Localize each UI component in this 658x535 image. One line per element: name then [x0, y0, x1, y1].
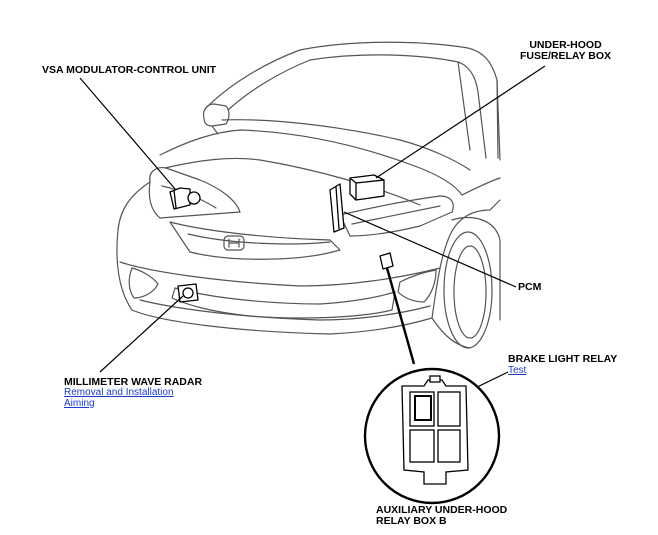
aux-label-line1: AUXILIARY UNDER-HOOD [376, 504, 508, 516]
magnifier-leader-line [385, 267, 416, 365]
relay-box-magnified-view [363, 367, 501, 505]
aux-relay-box-label: AUXILIARY UNDER-HOOD RELAY BOX B [376, 505, 507, 527]
vsa-modulator-symbol [169, 187, 201, 210]
test-link[interactable]: Test [508, 365, 527, 376]
pcm-leader-line [343, 211, 517, 288]
aiming-link[interactable]: Aiming [64, 398, 95, 409]
brake-light-relay-label: BRAKE LIGHT RELAY [508, 353, 618, 365]
radar-leader-line [99, 295, 184, 373]
vsa-label: VSA MODULATOR-CONTROL UNIT [42, 64, 217, 76]
underhood-fuse-box-symbol [349, 174, 385, 201]
underhood-fuse-box-label: UNDER-HOOD FUSE/RELAY BOX [520, 40, 611, 62]
pcm-symbol [329, 183, 345, 233]
vsa-leader-line [79, 77, 177, 191]
removal-installation-link[interactable]: Removal and Installation [64, 387, 174, 398]
aux-relay-box-symbol [379, 252, 394, 270]
underhood-label-line2: FUSE/RELAY BOX [520, 50, 612, 62]
aux-label-line2: RELAY BOX B [376, 515, 447, 527]
radar-label: MILLIMETER WAVE RADAR [64, 376, 203, 388]
pcm-label: PCM [518, 281, 542, 293]
underhood-leader-line [375, 65, 546, 179]
underhood-label-line1: UNDER-HOOD [529, 39, 602, 51]
radar-symbol [177, 283, 199, 303]
